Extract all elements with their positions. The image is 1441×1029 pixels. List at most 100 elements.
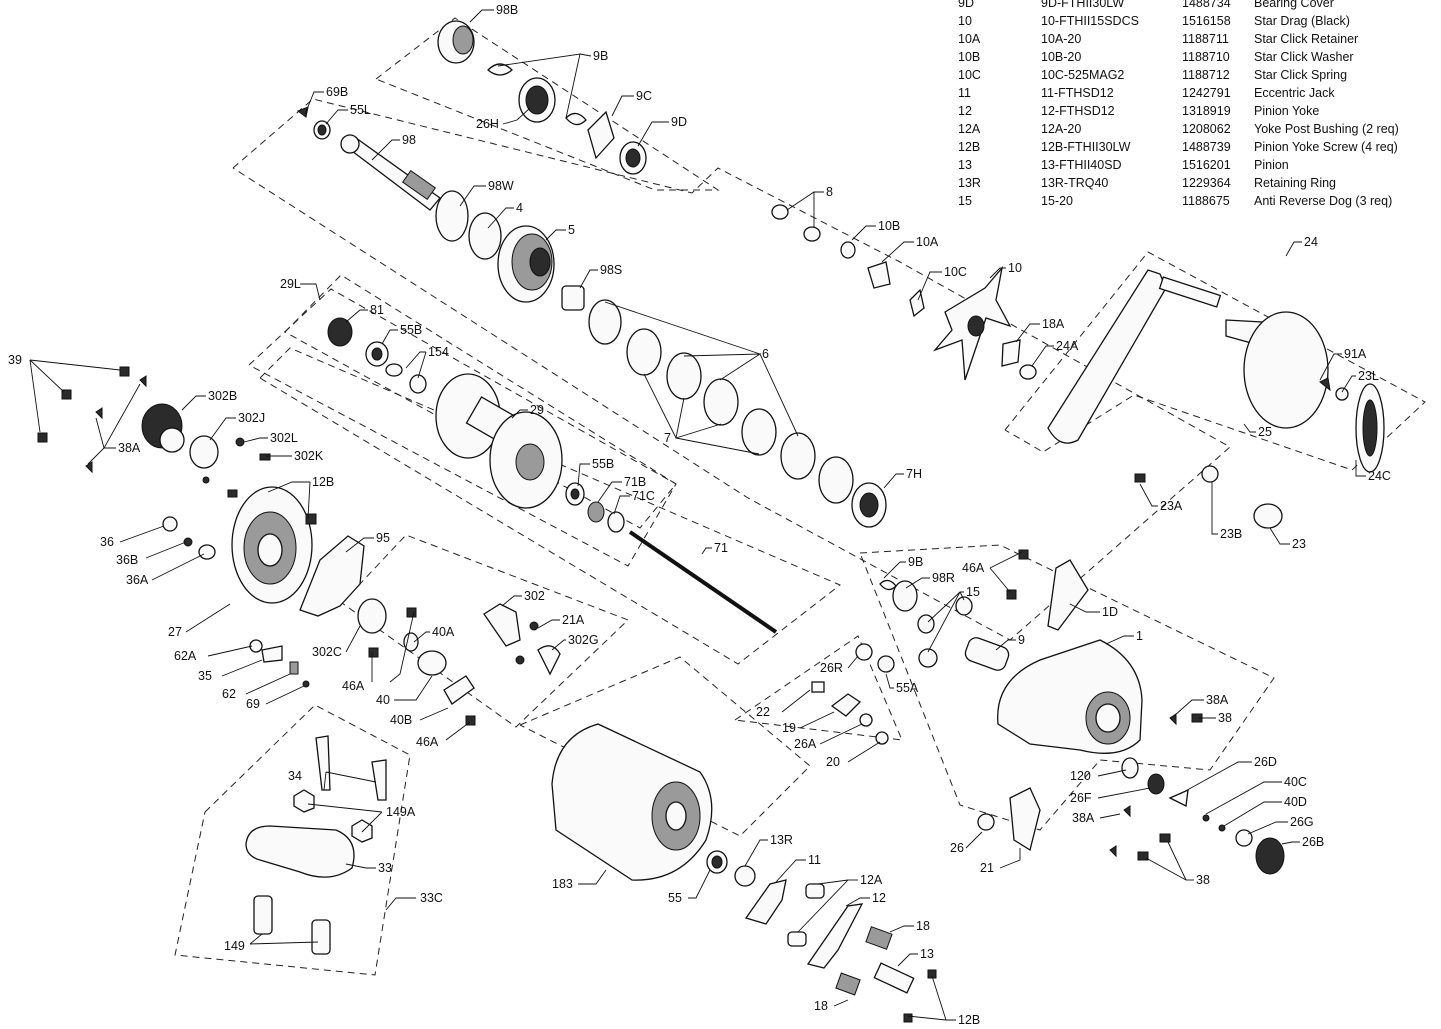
callout-55A: 55A bbox=[896, 681, 919, 695]
callout-20: 20 bbox=[826, 755, 840, 769]
callout-9C: 9C bbox=[636, 89, 652, 103]
callout-302B: 302B bbox=[208, 389, 237, 403]
part-number-cell: 9D-FTHII30LW bbox=[1041, 0, 1125, 10]
callout-18-top: 18 bbox=[916, 919, 930, 933]
part-description-cell: Eccentric Jack bbox=[1254, 86, 1335, 100]
callout-302C: 302C bbox=[312, 645, 342, 659]
part-number-cell: 11-FTHSD12 bbox=[1041, 86, 1114, 100]
callout-120: 120 bbox=[1070, 769, 1091, 783]
callout-8: 8 bbox=[826, 185, 833, 199]
callout-302K: 302K bbox=[294, 449, 324, 463]
part-sku-cell: 1188710 bbox=[1182, 50, 1230, 64]
callout-302G: 302G bbox=[568, 633, 599, 647]
callout-35: 35 bbox=[198, 669, 212, 683]
callout-23: 23 bbox=[1292, 537, 1306, 551]
callout-149: 149 bbox=[224, 939, 245, 953]
callout-5: 5 bbox=[568, 223, 575, 237]
callout-21A: 21A bbox=[562, 613, 585, 627]
callout-55B-top: 55B bbox=[400, 323, 422, 337]
callout-11: 11 bbox=[808, 853, 821, 867]
callout-81: 81 bbox=[370, 303, 384, 317]
callout-12B-left: 12B bbox=[312, 475, 334, 489]
callout-39: 39 bbox=[8, 353, 22, 367]
callout-302L: 302L bbox=[270, 431, 298, 445]
callout-40A: 40A bbox=[432, 625, 455, 639]
callout-4: 4 bbox=[516, 201, 523, 215]
callout-71C: 71C bbox=[632, 489, 655, 503]
callout-33: 33 bbox=[378, 861, 392, 875]
callout-98B: 98B bbox=[496, 3, 518, 17]
callout-24A: 24A bbox=[1056, 339, 1079, 353]
callout-38A-left: 38A bbox=[118, 441, 141, 455]
part-number-cell: 10C-525MAG2 bbox=[1041, 68, 1125, 82]
callout-36: 36 bbox=[100, 535, 114, 549]
part-description-cell: Pinion Yoke Screw (4 req) bbox=[1254, 140, 1398, 154]
callout-24: 24 bbox=[1304, 235, 1318, 249]
callout-40: 40 bbox=[376, 693, 390, 707]
callout-9B-mid: 9B bbox=[908, 555, 923, 569]
callout-55: 55 bbox=[668, 891, 682, 905]
callout-71: 71 bbox=[714, 541, 728, 555]
callout-10C: 10C bbox=[944, 265, 967, 279]
part-key-cell: 12A bbox=[958, 122, 981, 136]
clamp-group-outline bbox=[174, 704, 411, 976]
part-number-cell: 10A-20 bbox=[1041, 32, 1082, 46]
part-description-cell: Star Click Washer bbox=[1254, 50, 1354, 64]
callout-12B-bottom: 12B bbox=[958, 1013, 980, 1027]
callout-29L: 29L bbox=[280, 277, 301, 291]
leader-lines bbox=[29, 9, 1366, 1021]
callout-23L: 23L bbox=[1358, 369, 1379, 383]
part-sku-cell: 1488734 bbox=[1182, 0, 1231, 10]
callout-23A: 23A bbox=[1160, 499, 1183, 513]
callout-26D: 26D bbox=[1254, 755, 1277, 769]
callout-15: 15 bbox=[966, 585, 980, 599]
part-description-cell: Star Click Spring bbox=[1254, 68, 1348, 82]
callout-10B: 10B bbox=[878, 219, 900, 233]
callout-55B-bottom: 55B bbox=[592, 457, 614, 471]
callout-62: 62 bbox=[222, 687, 236, 701]
callout-12A: 12A bbox=[860, 873, 883, 887]
anti-reverse-group-outline bbox=[859, 544, 1275, 831]
bearing-98b-shape bbox=[437, 20, 475, 64]
callout-40D: 40D bbox=[1284, 795, 1307, 809]
part-number-cell: 12-FTHSD12 bbox=[1041, 104, 1115, 118]
part-key-cell: 15 bbox=[958, 194, 972, 208]
part-number-cell: 10-FTHII15SDCS bbox=[1041, 14, 1139, 28]
callout-10: 10 bbox=[1008, 261, 1022, 275]
callout-69B: 69B bbox=[326, 85, 348, 99]
callout-34: 34 bbox=[288, 769, 302, 783]
callout-29: 29 bbox=[530, 403, 544, 417]
callout-149A: 149A bbox=[386, 805, 416, 819]
part-description-cell: Anti Reverse Dog (3 req) bbox=[1254, 194, 1393, 208]
callout-24C: 24C bbox=[1368, 469, 1391, 483]
part-key-cell: 13R bbox=[958, 176, 981, 190]
callout-183: 183 bbox=[552, 877, 573, 891]
callout-26: 26 bbox=[950, 841, 964, 855]
callout-40B: 40B bbox=[390, 713, 412, 727]
callout-23B: 23B bbox=[1220, 527, 1242, 541]
callout-98W: 98W bbox=[488, 179, 514, 193]
part-key-cell: 10A bbox=[958, 32, 981, 46]
callout-62A: 62A bbox=[174, 649, 197, 663]
callout-1D: 1D bbox=[1102, 605, 1118, 619]
part-key-cell: 10 bbox=[958, 14, 972, 28]
part-sku-cell: 1516158 bbox=[1182, 14, 1231, 28]
callout-22: 22 bbox=[756, 705, 770, 719]
part-number-cell: 10B-20 bbox=[1041, 50, 1082, 64]
callout-9D: 9D bbox=[671, 115, 687, 129]
callout-9B: 9B bbox=[593, 49, 608, 63]
callout-labels: 98B 9B 26H 9C 9D 69B 55L 98 98W 4 5 98S … bbox=[8, 3, 1391, 1027]
part-description-cell: Bearing Cover bbox=[1254, 0, 1334, 10]
callout-25: 25 bbox=[1258, 425, 1272, 439]
callout-7H: 7H bbox=[906, 467, 922, 481]
callout-38-r1: 38 bbox=[1218, 711, 1232, 725]
callout-98R: 98R bbox=[932, 571, 955, 585]
callout-95: 95 bbox=[376, 531, 390, 545]
